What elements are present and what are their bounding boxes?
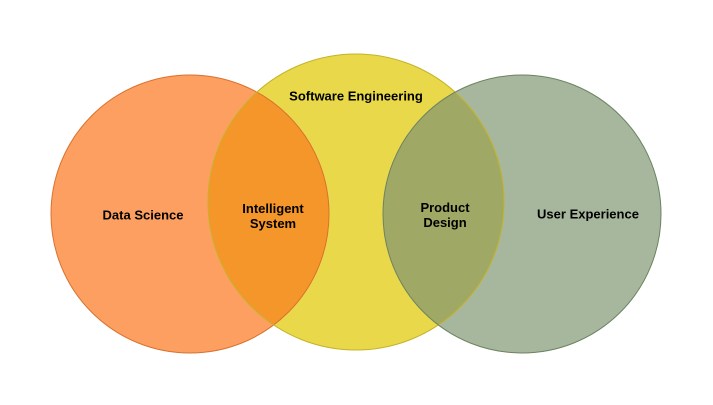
product-design-overlap bbox=[383, 75, 504, 350]
data-science-label: Data Science bbox=[102, 207, 184, 223]
intelligent-system-label-line2: System bbox=[249, 216, 297, 231]
product-design-label-line1: Product bbox=[420, 200, 470, 215]
intelligent-system-overlap bbox=[208, 75, 329, 350]
intelligent-system-label: Intelligent System bbox=[242, 201, 303, 231]
user-experience-label: User Experience bbox=[537, 206, 639, 222]
data-science-outline bbox=[50, 74, 330, 354]
product-design-label: Product Design bbox=[420, 200, 469, 230]
software-engineering-outline bbox=[207, 53, 505, 351]
product-design-label-line2: Design bbox=[423, 215, 467, 230]
intelligent-system-label-line1: Intelligent bbox=[242, 201, 304, 216]
software-engineering-label: Software Engineering bbox=[289, 88, 423, 104]
user-experience-outline bbox=[382, 74, 662, 354]
